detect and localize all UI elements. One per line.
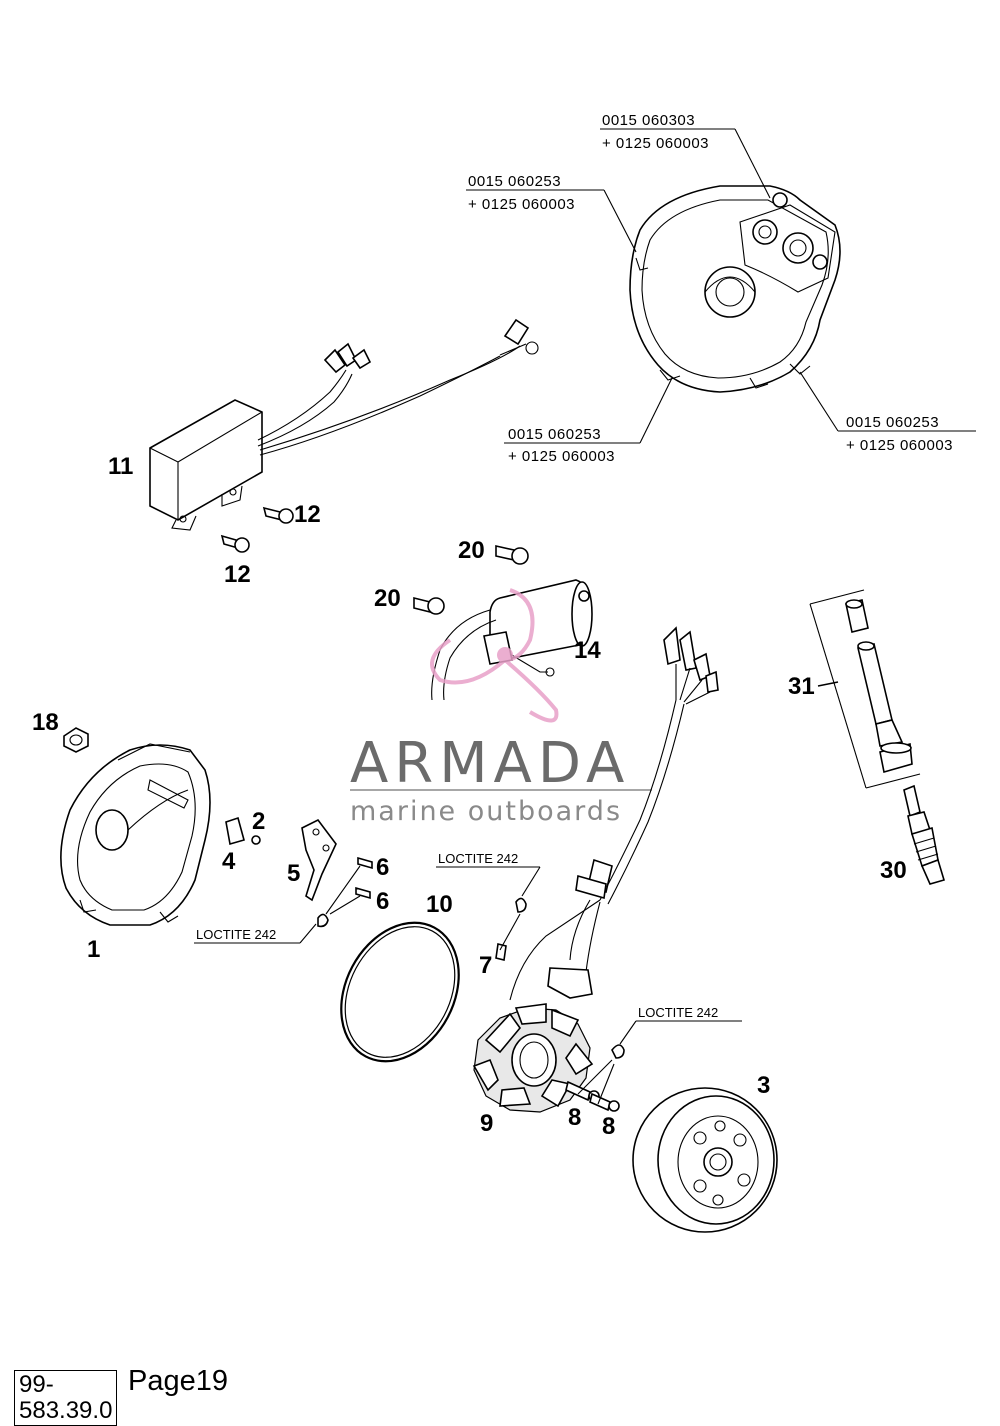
part-number-upper-left: 0015 060253 + 0125 060003 (466, 173, 637, 253)
callout-8-right: 8 (602, 1113, 615, 1140)
callout-1: 1 (87, 936, 100, 963)
stator (472, 1003, 594, 1113)
callout-3: 3 (757, 1072, 770, 1099)
watermark-tagline: marine outboards (350, 796, 622, 827)
o-ring (340, 921, 460, 1063)
callout-20-upper: 20 (458, 537, 485, 564)
watermark-logo (430, 588, 559, 723)
part-number-upper-left-sub: + 0125 060003 (468, 196, 575, 213)
callout-18: 18 (32, 709, 59, 736)
callout-2: 2 (252, 808, 265, 835)
callout-30: 30 (880, 857, 907, 884)
part-number-top-main: 0015 060303 (602, 112, 695, 129)
callout-6-upper: 6 (376, 854, 389, 881)
callout-10: 10 (426, 891, 453, 918)
callout-11: 11 (108, 453, 133, 480)
part-number-lower-right-main: 0015 060253 (846, 414, 939, 431)
cdi-unit (149, 318, 539, 531)
part-number-top-sub: + 0125 060003 (602, 135, 709, 152)
screws-6 (317, 856, 373, 928)
loctite-note-1: LOCTITE 242 (194, 923, 317, 944)
callout-6-lower: 6 (376, 888, 389, 915)
part-5-bracket (301, 818, 337, 902)
callout-20-lower: 20 (374, 585, 401, 612)
callout-4: 4 (222, 848, 236, 875)
loctite-note-2-text: LOCTITE 242 (438, 851, 518, 866)
spark-plug-cap (809, 589, 921, 789)
part-4-clip (225, 816, 245, 846)
part-7-screw (495, 897, 527, 961)
callout-8-left: 8 (568, 1104, 581, 1131)
page-label: Page19 (128, 1365, 228, 1397)
nut-18 (63, 727, 89, 753)
watermark-brand: ARMADA (350, 731, 630, 796)
part-number-lower-left-main: 0015 060253 (508, 426, 601, 443)
document-number: 99-583.39.0 (14, 1370, 118, 1426)
loctite-note-3: LOCTITE 242 (619, 1005, 742, 1045)
part-2-screw (251, 835, 261, 845)
loctite-note-1-text: LOCTITE 242 (196, 927, 276, 942)
screw-12-upper (262, 506, 294, 524)
callout-14: 14 (574, 637, 601, 664)
part-number-upper-left-main: 0015 060253 (468, 173, 561, 190)
callout-12-upper: 12 (294, 501, 321, 528)
stator-cover (60, 743, 211, 926)
part-number-lower-left: 0015 060253 + 0125 060003 (504, 377, 673, 465)
callout-12-lower: 12 (224, 561, 251, 588)
loctite-note-2: LOCTITE 242 (436, 851, 541, 897)
loctite-note-3-text: LOCTITE 242 (638, 1005, 718, 1020)
callout-7: 7 (479, 952, 492, 979)
part-number-lower-left-sub: + 0125 060003 (508, 448, 615, 465)
screw-8-right (589, 1092, 620, 1112)
stator-harness (509, 626, 719, 1001)
screw-20-lower (413, 596, 445, 615)
callout-9: 9 (480, 1110, 493, 1137)
part-number-lower-right: 0015 060253 + 0125 060003 (799, 371, 976, 454)
screw-12-lower (220, 534, 250, 553)
ignition-cover (629, 185, 841, 393)
spark-plug (903, 784, 945, 885)
callout-31: 31 (788, 673, 815, 700)
part-number-top: 0015 060303 + 0125 060003 (600, 112, 771, 199)
part-number-lower-right-sub: + 0125 060003 (846, 437, 953, 454)
screw-20-upper (495, 545, 529, 565)
callout-5: 5 (287, 860, 300, 887)
flywheel (632, 1087, 778, 1233)
